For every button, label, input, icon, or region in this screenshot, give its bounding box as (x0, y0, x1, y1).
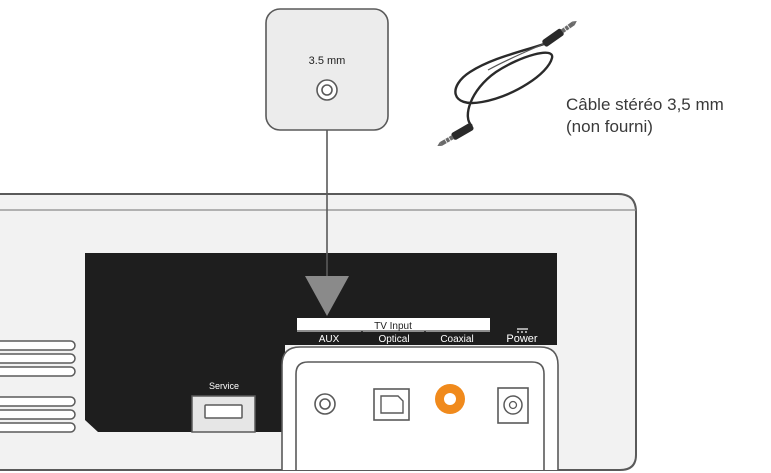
cable-label-line2: (non fourni) (566, 117, 653, 136)
down-arrow-icon (305, 130, 349, 316)
aux-jack-icon[interactable] (314, 393, 336, 415)
coaxial-port-icon[interactable] (435, 384, 465, 414)
service-label: Service (209, 381, 239, 391)
callout-box (265, 8, 389, 131)
rear-panel (85, 253, 557, 432)
cable-label-line1: Câble stéréo 3,5 mm (566, 95, 724, 114)
service-port-frame (191, 395, 256, 433)
coaxial-label: Coaxial (440, 334, 473, 345)
dc-symbol-icon (517, 328, 528, 333)
power-label: Power (506, 333, 538, 345)
tv-input-label: TV Input (374, 321, 412, 332)
stereo-cable-icon (437, 21, 577, 146)
tv-input-banner (297, 318, 490, 332)
port-recess (281, 346, 559, 470)
optical-port-icon[interactable] (373, 388, 410, 421)
callout-aux-jack-icon (316, 79, 338, 101)
vent-slots (0, 340, 76, 433)
optical-label: Optical (378, 334, 409, 345)
power-port-icon[interactable] (497, 387, 529, 424)
aux-label: AUX (319, 334, 340, 345)
usb-port-icon[interactable] (204, 404, 243, 419)
callout-jack-label: 3.5 mm (309, 55, 346, 67)
